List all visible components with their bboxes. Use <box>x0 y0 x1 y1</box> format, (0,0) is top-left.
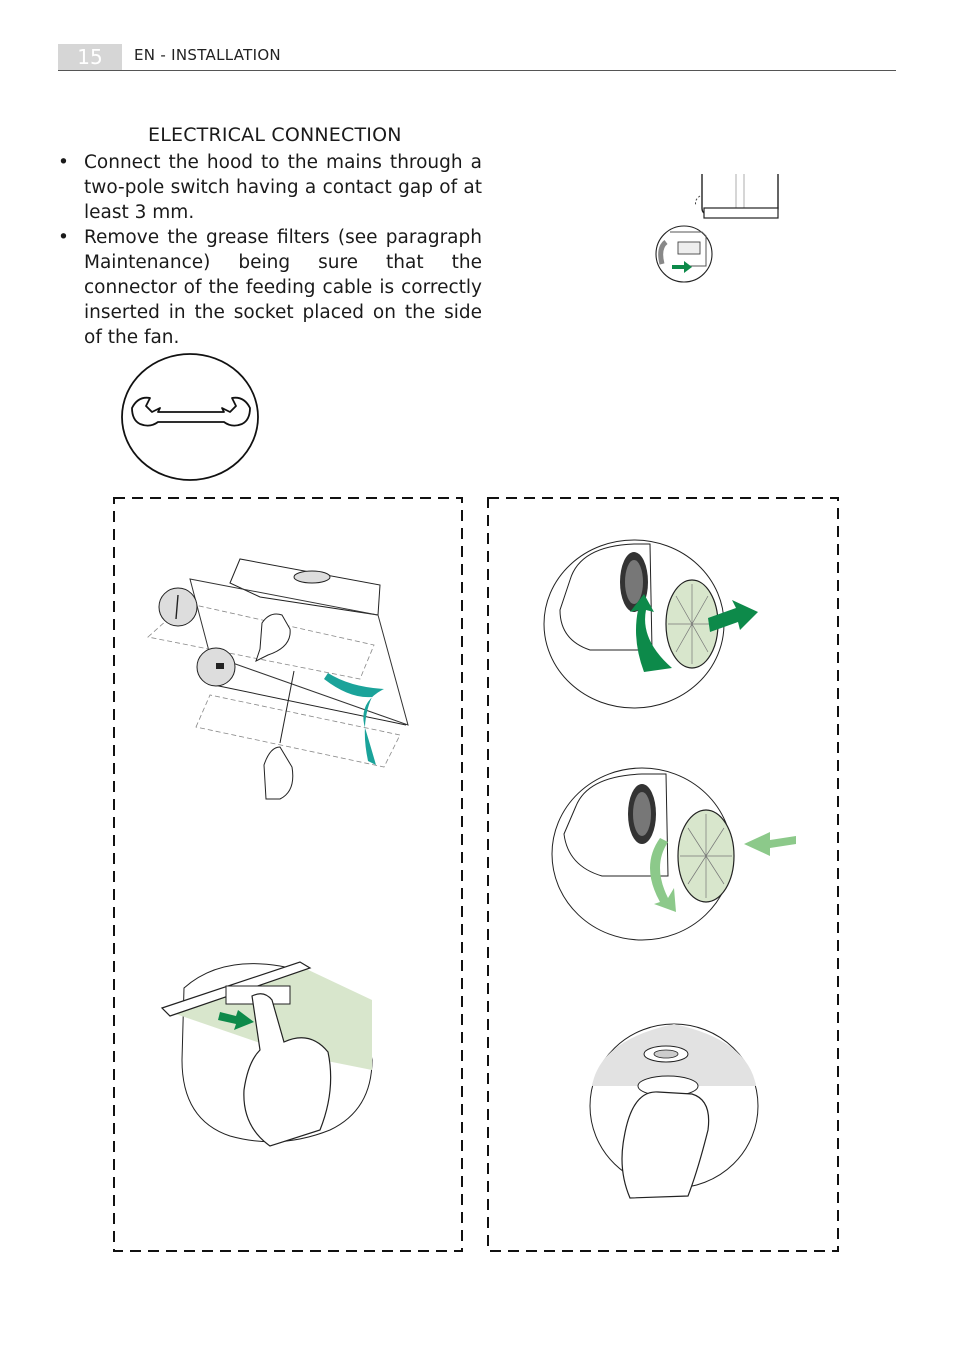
instruction-list: • Connect the hood to the mains through a… <box>58 150 482 350</box>
filter-removal-illustration <box>160 961 373 1147</box>
rotate-arrow-icon <box>650 838 676 912</box>
list-item: • Remove the grease filters (see paragrap… <box>58 225 482 350</box>
bullet-mark: • <box>58 227 69 248</box>
rotate-arrow-icon <box>324 673 384 765</box>
push-arrow-icon <box>744 832 796 856</box>
carbon-filter-remove-illustration <box>543 539 758 709</box>
slide-arrow-icon <box>218 1010 254 1030</box>
filter-twist-illustration <box>589 1023 759 1199</box>
connector-illustration <box>655 174 779 283</box>
right-step-panel <box>487 497 839 1252</box>
pull-arrow-icon <box>708 600 758 632</box>
bullet-mark: • <box>58 152 69 173</box>
bullet-text: Connect the hood to the mains through a … <box>84 152 482 223</box>
header-rule <box>58 70 896 71</box>
section-label: EN - INSTALLATION <box>134 46 281 64</box>
wrench-icon <box>121 353 259 481</box>
left-step-panel <box>113 497 463 1252</box>
section-heading: ELECTRICAL CONNECTION <box>148 124 402 146</box>
bullet-text: Remove the grease filters (see paragraph… <box>84 227 482 348</box>
list-item: • Connect the hood to the mains through a… <box>58 150 482 225</box>
hood-illustration <box>147 558 409 800</box>
page-number: 15 <box>58 44 122 70</box>
insert-arrow-icon <box>672 261 692 273</box>
carbon-filter-fit-illustration <box>551 767 796 941</box>
rotate-arrow-icon <box>630 594 672 672</box>
